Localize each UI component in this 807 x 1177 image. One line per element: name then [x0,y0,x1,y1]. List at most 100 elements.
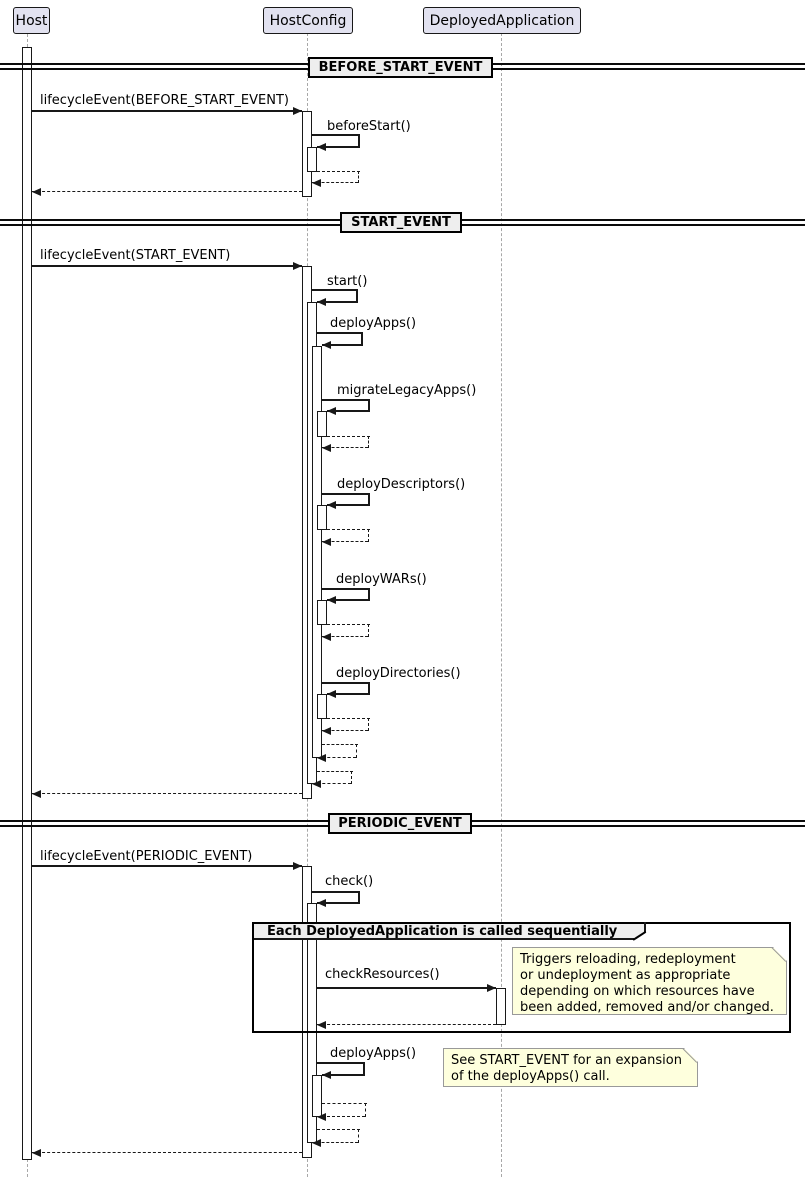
self-call-line [322,1074,365,1076]
note-fold-icon [684,1048,698,1062]
self-call-line [322,399,370,401]
message-label-lifecycle-periodic: lifecycleEvent(PERIODIC_EVENT) [40,849,253,864]
return-arrow [317,1024,496,1025]
arrowhead-icon [317,754,326,762]
self-call-line [317,146,360,148]
self-call-line [356,289,358,302]
participant-deployedapplication: DeployedApplication [423,7,581,34]
group-frame [252,922,791,1033]
message-label-deploy-wars: deployWARs() [336,572,427,587]
message-label-check-resources: checkResources() [325,967,440,982]
arrowhead-icon [293,862,302,870]
self-return-line [312,182,358,183]
self-call-line [317,1062,365,1064]
message-arrow [317,987,496,989]
divider-label: BEFORE_START_EVENT [318,60,483,75]
message-label-check: check() [325,874,374,889]
arrowhead-icon [293,107,302,115]
divider-label: START_EVENT [351,215,451,230]
self-return-line [317,1116,365,1117]
group-header-line [644,922,646,932]
self-return-line [317,171,360,172]
self-return-line [358,1129,359,1143]
self-call-line [312,891,360,893]
self-return-line [368,718,369,731]
self-return-line [322,447,368,448]
self-call-line [312,134,360,136]
activation-bar [317,505,327,530]
message-label-deploy-descriptors: deployDescriptors() [337,477,466,492]
group-header-line [254,938,634,940]
self-return-line [327,436,370,437]
return-arrow [32,1152,302,1153]
activation-bar [317,411,327,437]
group-title: Each DeployedApplication is called seque… [267,924,618,939]
arrowhead-icon [322,341,331,349]
self-call-line [327,599,370,601]
participant-label: DeployedApplication [429,12,575,29]
self-return-line [365,1103,366,1117]
arrowhead-icon [322,1071,331,1079]
note-text: Triggers reloading, redeployment or unde… [520,952,774,1015]
group-header [254,924,645,939]
message-label-lifecycle-before-start: lifecycleEvent(BEFORE_START_EVENT) [40,93,289,108]
self-return-line [358,171,359,183]
arrowhead-icon [293,262,302,270]
activation-bar-deployedapplication [496,988,506,1025]
arrowhead-icon [327,596,336,604]
self-call-line [327,693,370,695]
message-label-deploy-apps-periodic: deployApps() [330,1046,417,1061]
self-return-line [312,1142,358,1143]
arrowhead-icon [327,407,336,415]
message-label-deploy-apps: deployApps() [330,316,417,331]
self-return-line [327,529,370,530]
self-call-line [361,332,363,345]
participant-hostconfig: HostConfig [263,7,353,34]
message-label-lifecycle-start: lifecycleEvent(START_EVENT) [40,248,231,263]
divider-label: PERIODIC_EVENT [338,816,462,831]
message-label-migrate-legacy-apps: migrateLegacyApps() [337,383,477,398]
self-return-line [322,636,368,637]
arrowhead-icon [317,298,326,306]
self-call-line [317,301,358,303]
self-call-line [358,891,360,904]
activation-bar [317,694,327,719]
self-call-line [322,493,370,495]
participant-label: Host [15,12,48,29]
self-call-line [322,588,370,590]
self-call-line [317,902,360,904]
self-return-line [317,771,353,772]
self-return-line [322,744,358,745]
arrowhead-icon [327,690,336,698]
note-fold-icon [773,947,787,961]
divider-start-event: START_EVENT [340,212,462,233]
message-arrow [32,265,302,267]
self-call-line [322,344,363,346]
message-label-before-start: beforeStart() [327,119,411,134]
arrowhead-icon [317,899,326,907]
self-return-line [317,1129,360,1130]
arrowhead-icon [32,790,41,798]
note-text: See START_EVENT for an expansion of the … [451,1053,682,1084]
return-arrow [32,793,302,794]
self-return-line [317,757,356,758]
arrowhead-icon [322,538,331,546]
arrowhead-icon [322,444,331,452]
self-call-line [327,410,370,412]
activation-bar [317,600,327,625]
participant-label: HostConfig [269,12,347,29]
self-return-line [327,624,370,625]
return-arrow [32,191,302,192]
self-call-line [368,682,370,695]
activation-bar [312,1075,322,1117]
self-return-line [368,529,369,542]
self-call-line [317,332,363,334]
self-return-line [322,541,368,542]
arrowhead-icon [312,179,321,187]
arrowhead-icon [32,188,41,196]
self-return-line [327,718,370,719]
self-call-line [368,588,370,601]
note-deploy-apps: See START_EVENT for an expansion of the … [443,1048,698,1087]
activation-bar [307,147,317,172]
arrowhead-icon [322,727,331,735]
